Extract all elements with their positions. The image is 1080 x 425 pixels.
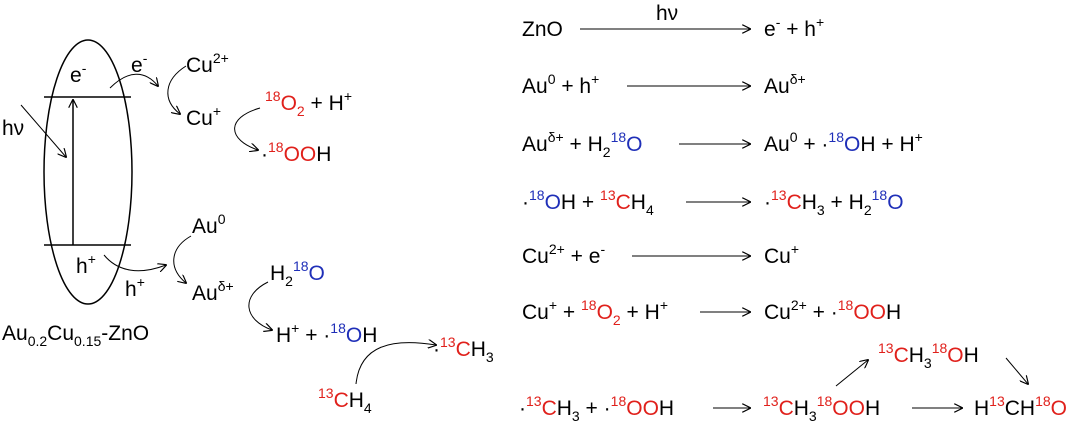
- species-cuplus: Cu+: [186, 103, 221, 130]
- r6-reactant: Cu+ + 18O2 + H+: [522, 297, 668, 328]
- r7-branch-down-arrow: [1005, 357, 1028, 384]
- arrow-electron-label: e-: [131, 50, 148, 77]
- r7-branch-up-arrow: [835, 360, 868, 387]
- r4-reactant: ·18OH + 13CH4: [522, 187, 654, 218]
- particle-ellipse: [43, 39, 133, 305]
- r7-intermediate: 13CH318OOH: [763, 393, 880, 424]
- species-ooh: ·18OOH: [261, 139, 331, 166]
- catalyst-label: Au0.2Cu0.15-ZnO: [2, 322, 149, 349]
- light-label: hν: [2, 117, 24, 140]
- arrow-hole-label: h+: [125, 274, 145, 301]
- r5-reactant: Cu2+ + e-: [522, 241, 605, 268]
- water-oxidation-arrow: [248, 281, 272, 330]
- species-h2o18: H218O: [270, 258, 325, 289]
- species-audelta: Auδ+: [192, 278, 234, 305]
- r6-product: Cu2+ + ·18OOH: [764, 297, 901, 324]
- r5-product: Cu+: [764, 241, 799, 268]
- r2-reactant: Au0 + h+: [522, 71, 599, 98]
- hole-transfer-arrow: [103, 254, 166, 271]
- methyl-formation-arrow: [355, 343, 436, 385]
- r3-reactant: Auδ+ + H218O: [522, 129, 642, 160]
- cu2-reduction-arrow: [167, 65, 187, 114]
- r7-reactant: ·13CH3 + ·18OOH: [519, 393, 674, 424]
- band-hole-label: h+: [76, 251, 96, 278]
- r7-formaldehyde: H13CH18O: [974, 393, 1067, 420]
- r1-product: e- + h+: [764, 14, 824, 41]
- species-hplus-oh: H+ + ·18OH: [276, 320, 377, 347]
- species-au0: Au0: [192, 211, 226, 238]
- ooh-formation-arrow: [234, 107, 261, 150]
- species-o2-h: 18O2 + H+: [265, 88, 352, 119]
- r1-over-arrow-label: hν: [656, 2, 678, 25]
- au-oxidation-arrow: [173, 235, 192, 283]
- r7-methanol: 13CH318OH: [878, 340, 979, 371]
- band-electron-label: e-: [70, 60, 87, 87]
- species-ch3: ·13CH3: [433, 334, 494, 365]
- light-arrow: [20, 104, 66, 157]
- species-ch4: 13CH4: [318, 385, 372, 416]
- r1-reactant: ZnO: [522, 18, 563, 41]
- band-diagram: [20, 39, 133, 305]
- r4-product: ·13CH3 + H218O: [764, 187, 904, 218]
- electron-transfer-arrow: [109, 73, 158, 89]
- r3-product: Au0 + ·18OH + H+: [764, 129, 923, 156]
- r2-product: Auδ+: [764, 71, 806, 98]
- species-cu2plus: Cu2+: [186, 50, 229, 77]
